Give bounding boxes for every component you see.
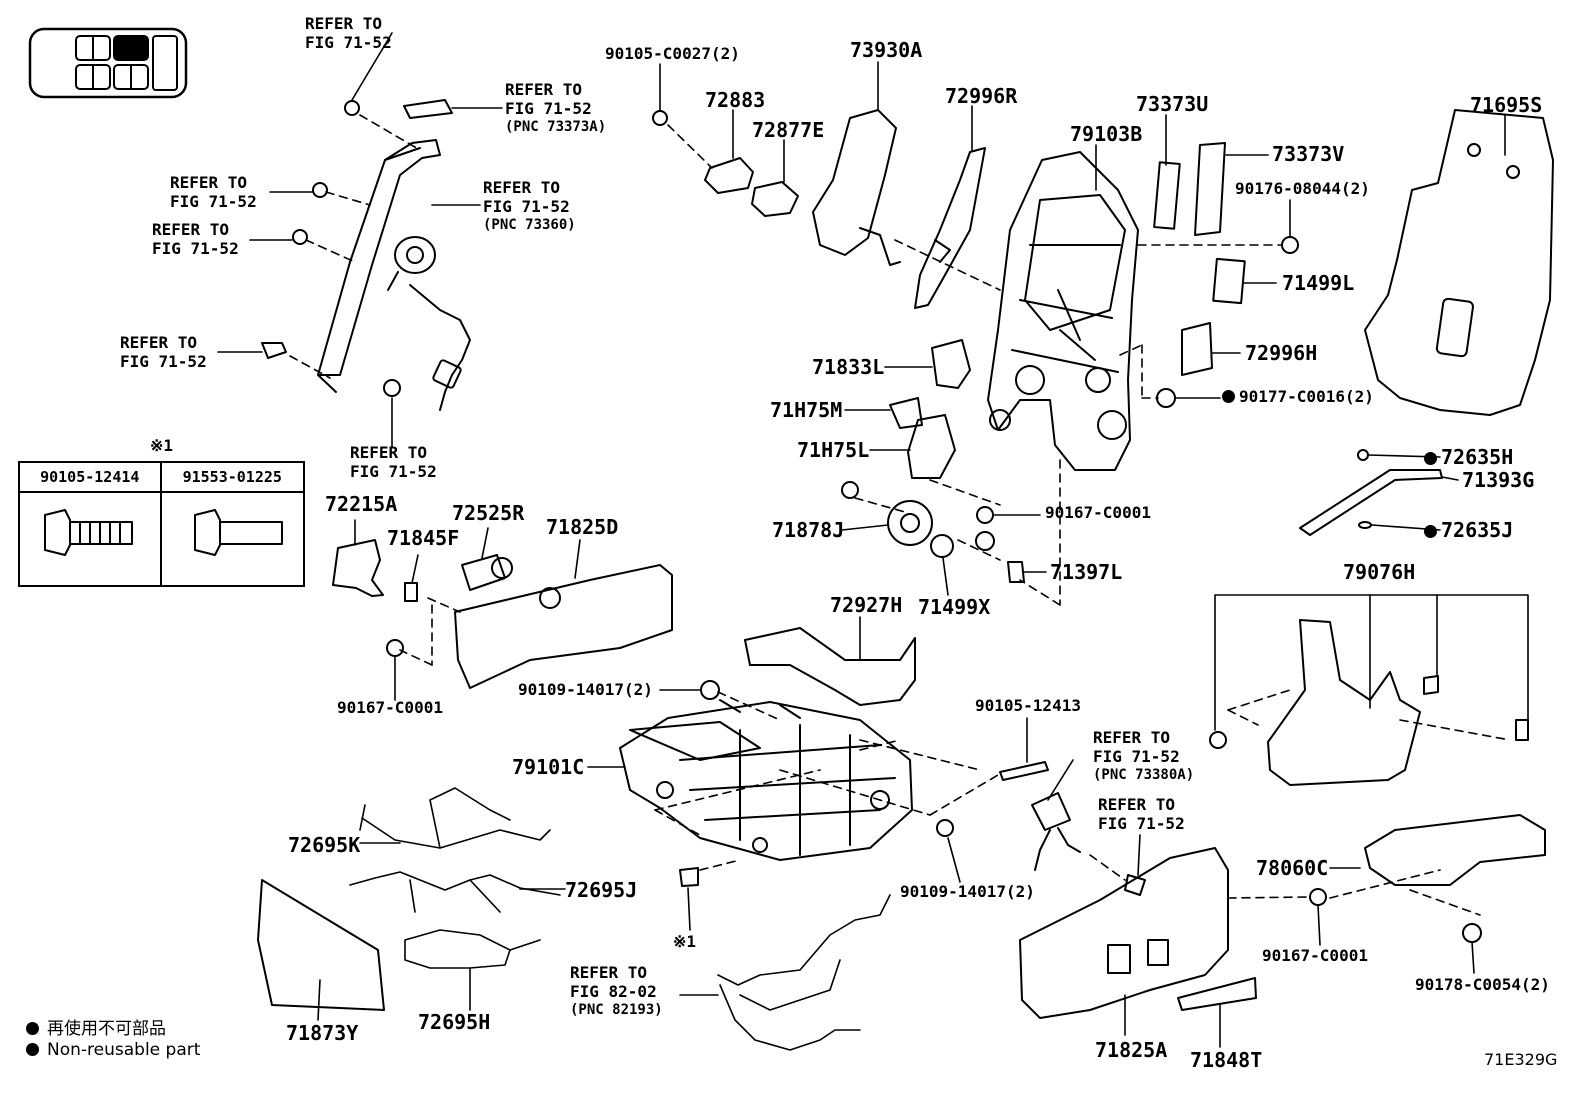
part-label-non-reusable: 72635J: [1424, 520, 1513, 540]
non-reusable-dot-icon: [26, 1043, 39, 1056]
strap-71393g: [1299, 469, 1443, 536]
seat-back-board: [1364, 109, 1554, 416]
part-label: 90105-C0027(2): [605, 44, 740, 63]
part-label: 72877E: [752, 118, 825, 142]
seat-cover-79076h: [1267, 619, 1421, 786]
bolt-part-number-right: 91553-01225: [161, 463, 303, 493]
part-label: 71397L: [1050, 560, 1123, 584]
part-label: 90178-C0054(2): [1415, 975, 1550, 994]
part-label: 90105-12413: [975, 696, 1081, 715]
part-label: 79101C: [512, 755, 585, 779]
hinge-cover-72883: [704, 157, 754, 194]
part-label: 72695J: [565, 878, 638, 902]
part-label: 90109-14017(2): [518, 680, 653, 699]
switch-72525r: [461, 554, 506, 591]
part-label: 72695H: [418, 1010, 491, 1034]
part-label: 72996H: [1245, 341, 1318, 365]
seat-back-side-strip: [914, 147, 986, 309]
part-label: 71499X: [918, 595, 991, 619]
part-label: 71499L: [1282, 271, 1355, 295]
seat-belt-buckle: [1031, 792, 1071, 831]
part-label: 90167-C0001: [1262, 946, 1368, 965]
part-label: 71393G: [1462, 468, 1535, 492]
legend-non-reusable-en: Non-reusable part: [26, 1040, 200, 1060]
seat-back-cover: [812, 109, 897, 256]
bolt-reference-table: 90105-12414 91553-01225: [18, 461, 305, 587]
part-label: 71H75M: [770, 398, 843, 422]
switch-71848t: [1177, 977, 1257, 1011]
diagram-id: 71E329G: [1484, 1050, 1558, 1069]
part-label: 71695S: [1470, 93, 1543, 117]
part-label: 73373U: [1136, 92, 1209, 116]
dashed-assembly-lines: [289, 114, 1511, 916]
part-label: 71878J: [772, 518, 845, 542]
part-label: 71825D: [546, 515, 619, 539]
leader-lines: [217, 32, 1529, 1048]
part-label: 90176-08044(2): [1235, 179, 1370, 198]
part-label: 71845F: [387, 526, 460, 550]
part-label: 72525R: [452, 501, 525, 525]
wire-harnesses: [349, 787, 891, 1051]
part-label: 79103B: [1070, 122, 1143, 146]
bolt-icons: [44, 509, 283, 556]
part-label: 90167-C0001: [1045, 503, 1151, 522]
part-label: 73373V: [1272, 142, 1345, 166]
part-label: 71833L: [812, 355, 885, 379]
note-marker: ※1: [673, 932, 697, 951]
seat-side-shield-71825d: [454, 564, 673, 689]
window-switch-icon: [28, 27, 188, 99]
part-label: 71848T: [1190, 1048, 1263, 1072]
part-label: 72695K: [288, 833, 361, 857]
seat-cushion-frame: [619, 699, 913, 861]
part-label: 72996R: [945, 84, 1018, 108]
seat-pad-71873y: [257, 879, 385, 1011]
hinge-cover-72877e: [751, 181, 799, 217]
bracket-72927h: [744, 627, 916, 706]
part-label: 90167-C0001: [337, 698, 443, 717]
part-label: 79076H: [1343, 560, 1416, 584]
seat-back-frame: [987, 151, 1139, 471]
bolt-table-cell-left: 90105-12414: [20, 463, 162, 585]
part-label: 78060C: [1256, 856, 1329, 880]
part-label: 72927H: [830, 593, 903, 617]
part-label: 72215A: [325, 492, 398, 516]
part-label: 71825A: [1095, 1038, 1168, 1062]
part-label-non-reusable: 72635H: [1424, 447, 1513, 467]
part-label: 73930A: [850, 38, 923, 62]
bolt-part-number-left: 90105-12414: [20, 463, 160, 493]
part-label: 90109-14017(2): [900, 882, 1035, 901]
seat-side-shield-71825a: [1019, 847, 1229, 1019]
part-label: 71H75L: [797, 438, 870, 462]
part-label: 71873Y: [286, 1021, 359, 1045]
non-reusable-dot-icon: [26, 1022, 39, 1035]
part-label: 72883: [705, 88, 766, 112]
seat-belt-assembly: [261, 99, 471, 411]
recliner-lever: [332, 539, 384, 597]
bolt-table-cell-right: 91553-01225: [161, 463, 303, 585]
table-note-marker: ※1: [150, 436, 174, 455]
part-label-non-reusable: 90177-C0016(2): [1222, 389, 1374, 405]
tray-78060c: [1364, 814, 1546, 886]
legend-non-reusable-jp: 再使用不可部品: [26, 1014, 166, 1039]
